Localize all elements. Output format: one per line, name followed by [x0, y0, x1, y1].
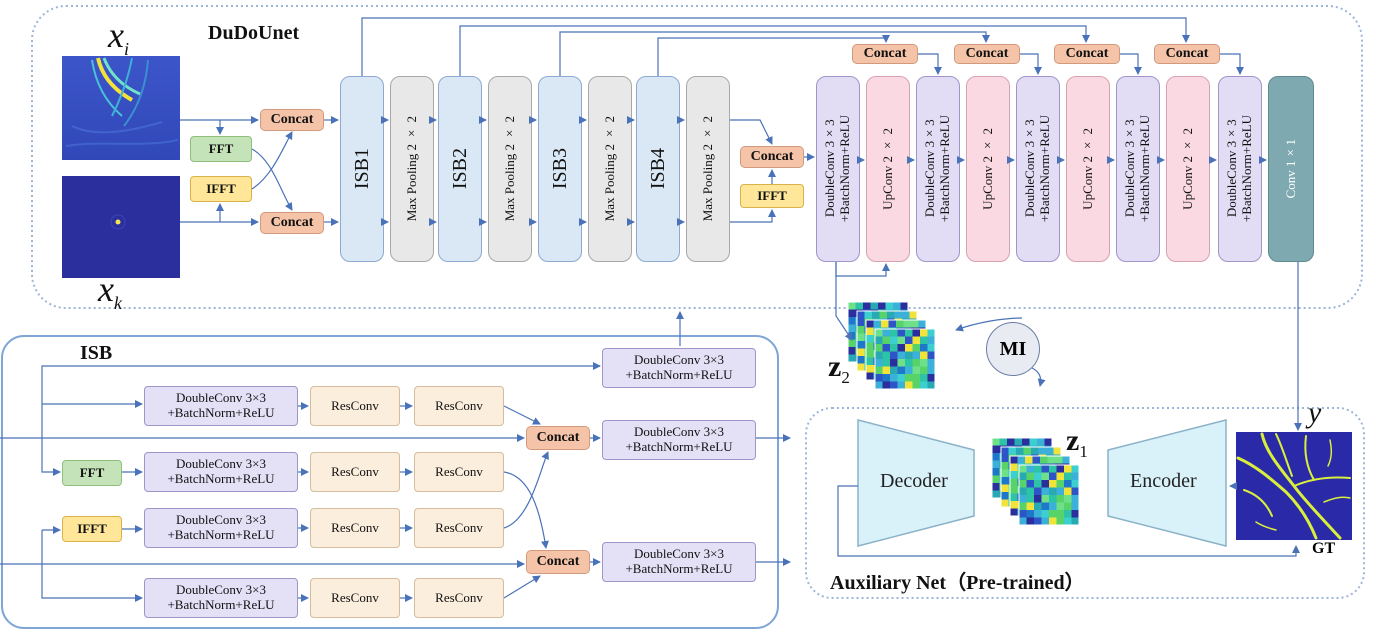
- z2-feature-maps: [847, 301, 936, 390]
- maxpool-4: Max Pooling 2 × 2: [686, 76, 730, 262]
- doubleconv-dec-1: DoubleConv 3×3+BatchNorm+ReLU: [816, 76, 860, 262]
- concat-skip-2: Concat: [954, 44, 1020, 64]
- concat-image: Concat: [260, 109, 324, 131]
- doubleconv-dec-4: DoubleConv 3×3+BatchNorm+ReLU: [1116, 76, 1160, 262]
- isb-doubleconv-bottom: DoubleConv 3×3+BatchNorm+ReLU: [602, 542, 756, 582]
- image-domain-input: [62, 56, 180, 160]
- x-i-label: xi: [108, 15, 129, 60]
- ifft-bottleneck: IFFT: [740, 184, 804, 208]
- isb-concat-bottom: Concat: [526, 550, 590, 574]
- auxiliary-title: Auxiliary Net（Pre-trained）: [830, 572, 1085, 594]
- isb-concat-top: Concat: [526, 426, 590, 450]
- encoder-label: Encoder: [1130, 470, 1197, 492]
- concat-skip-4: Concat: [1154, 44, 1220, 64]
- isb-doubleconv-top: DoubleConv 3×3+BatchNorm+ReLU: [602, 348, 756, 388]
- feature-map-layer: [874, 328, 936, 390]
- upconv-3: UpConv 2 × 2: [1066, 76, 1110, 262]
- concat-skip-1: Concat: [852, 44, 918, 64]
- maxpool-3: Max Pooling 2 × 2: [588, 76, 632, 262]
- k-space-input: [62, 176, 180, 278]
- isb-row2-doubleconv: DoubleConv 3×3+BatchNorm+ReLU: [144, 452, 298, 492]
- dudounet-title: DuDoUnet: [208, 22, 300, 44]
- isb1-block: ISB1: [340, 76, 384, 262]
- doubleconv-dec-2: DoubleConv 3×3+BatchNorm+ReLU: [916, 76, 960, 262]
- feature-map-layer: [1018, 464, 1080, 526]
- upconv-4: UpConv 2 × 2: [1166, 76, 1210, 262]
- isb2-block: ISB2: [438, 76, 482, 262]
- fft-block: FFT: [190, 136, 252, 162]
- z1-feature-maps: [991, 437, 1080, 526]
- isb-title: ISB: [80, 342, 113, 364]
- isb-row1-resconv-1: ResConv: [310, 386, 400, 426]
- ifft-block: IFFT: [190, 176, 252, 202]
- isb4-block: ISB4: [636, 76, 680, 262]
- isb-row4-resconv-2: ResConv: [414, 578, 504, 618]
- maxpool-2: Max Pooling 2 × 2: [488, 76, 532, 262]
- isb-doubleconv-mid: DoubleConv 3×3+BatchNorm+ReLU: [602, 420, 756, 460]
- isb3-block: ISB3: [538, 76, 582, 262]
- isb-row2-resconv-1: ResConv: [310, 452, 400, 492]
- concat-bottleneck: Concat: [740, 146, 804, 168]
- decoder-label: Decoder: [880, 470, 948, 492]
- gt-vessel-map: [1236, 432, 1352, 540]
- z2-label: z2: [828, 350, 850, 387]
- concat-skip-3: Concat: [1054, 44, 1120, 64]
- gt-label: GT: [1312, 540, 1336, 557]
- mi-circle: MI: [986, 322, 1040, 376]
- y-label: y: [1308, 396, 1322, 429]
- isb-row2-resconv-2: ResConv: [414, 452, 504, 492]
- isb-ifft-block: IFFT: [62, 516, 122, 542]
- isb-fft-block: FFT: [62, 460, 122, 486]
- isb-row4-doubleconv: DoubleConv 3×3+BatchNorm+ReLU: [144, 578, 298, 618]
- upconv-1: UpConv 2 × 2: [866, 76, 910, 262]
- isb-row4-resconv-1: ResConv: [310, 578, 400, 618]
- doubleconv-dec-3: DoubleConv 3×3+BatchNorm+ReLU: [1016, 76, 1060, 262]
- concat-kspace: Concat: [260, 212, 324, 234]
- isb-row1-doubleconv: DoubleConv 3×3+BatchNorm+ReLU: [144, 386, 298, 426]
- x-k-label: xk: [98, 269, 122, 314]
- conv1x1-block: Conv 1×1: [1268, 76, 1314, 262]
- maxpool-1: Max Pooling 2 × 2: [390, 76, 434, 262]
- isb-row1-resconv-2: ResConv: [414, 386, 504, 426]
- doubleconv-dec-5: DoubleConv 3×3+BatchNorm+ReLU: [1218, 76, 1262, 262]
- isb-row3-resconv-1: ResConv: [310, 508, 400, 548]
- upconv-2: UpConv 2 × 2: [966, 76, 1010, 262]
- isb-row3-doubleconv: DoubleConv 3×3+BatchNorm+ReLU: [144, 508, 298, 548]
- isb-row3-resconv-2: ResConv: [414, 508, 504, 548]
- z1-label: z1: [1066, 424, 1088, 461]
